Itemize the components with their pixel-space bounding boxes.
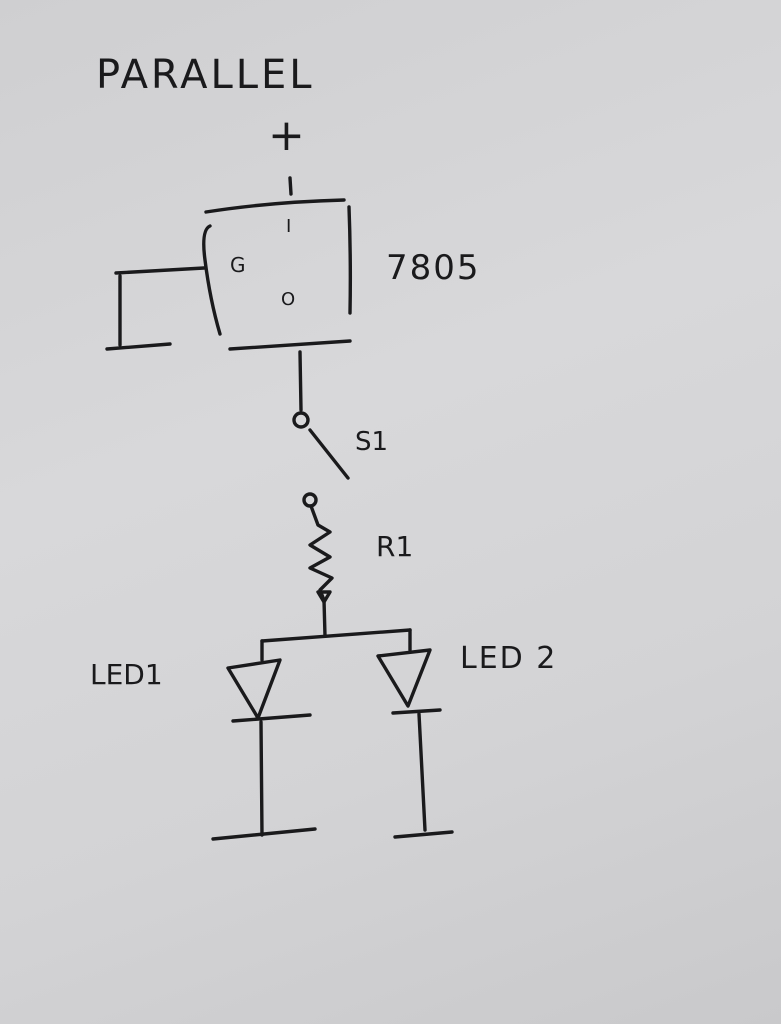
switch-s1 [292,350,350,508]
regulator-pin-in: I [286,216,291,237]
regulator-pin-ground: G [230,253,246,277]
resistor-label: R1 [376,530,413,563]
switch-label: S1 [355,427,388,457]
supply-plus-label: + [268,110,305,161]
regulator-name: 7805 [386,248,481,288]
led2 [376,628,454,839]
diagram-title: PARALLEL [96,52,315,98]
input-wire [288,176,293,196]
led1 [211,639,317,841]
led1-label: LED1 [90,658,163,691]
voltage-regulator: I G O [202,198,353,351]
resistor-r1 [308,504,334,638]
regulator-pin-out: O [281,289,295,310]
regulator-ground [105,266,206,351]
led2-label: LED 2 [460,641,557,676]
parallel-bus-wire [260,628,412,643]
